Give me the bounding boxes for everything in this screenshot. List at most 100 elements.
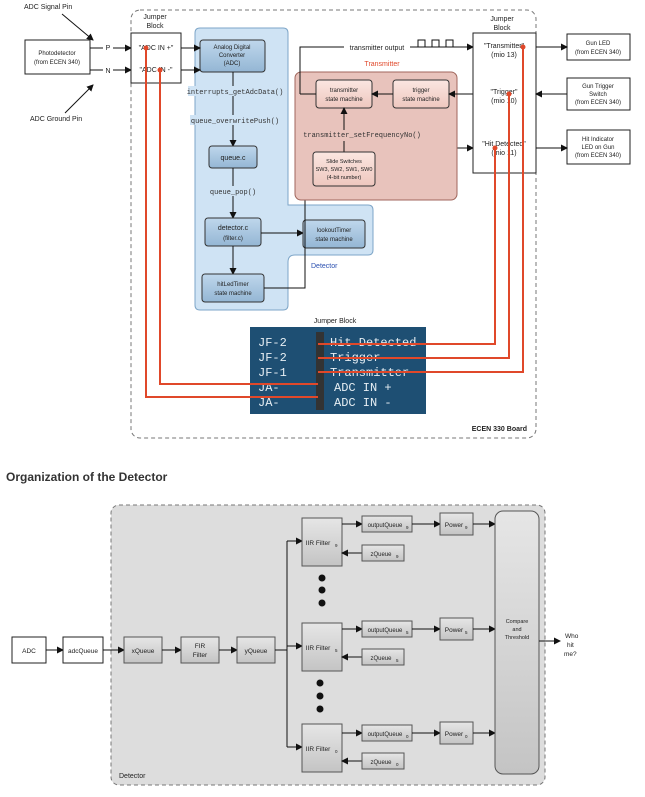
z-queue-5-label: zQueue	[370, 656, 392, 662]
x-queue-box	[123, 636, 163, 664]
red-wires	[145, 47, 524, 398]
hit-indicator-l3: (from ECEN 340)	[575, 153, 621, 159]
iir-filter-5-sub: 5	[335, 648, 338, 653]
power-9-label: Power	[445, 522, 464, 529]
adc-converter-l2: Converter	[219, 53, 245, 59]
slide-switches-l2: SW3, SW2, SW1, SW0	[316, 167, 373, 173]
adc-in-minus-label: "ADC IN -"	[140, 67, 173, 74]
transmitter-output-line	[299, 43, 474, 94]
x-queue-label: xQueue	[132, 648, 155, 655]
z-queue-5-sub: 5	[396, 658, 399, 663]
iir-filter-0-sub: 0	[335, 749, 338, 754]
fn-set-frequency: transmitter_setFrequencyNo()	[303, 132, 421, 140]
iir-filter-5-label: IIR Filter	[306, 645, 331, 652]
photodetector-box	[24, 39, 91, 75]
iir-filter-9-box	[301, 517, 343, 567]
board-outline	[130, 9, 537, 439]
gun-trigger-l3: (from ECEN 340)	[575, 100, 621, 106]
queue-c-label: queue.c	[221, 155, 246, 162]
output-queue-5-label: outputQueue	[368, 628, 403, 634]
who-hit-me-l3: me?	[564, 651, 577, 658]
wire-transmitter	[318, 47, 524, 373]
z-queue-9-sub: 9	[396, 554, 399, 559]
hitled-timer-l2: state machine	[214, 291, 252, 297]
jr-hit-detected-l2: (mio 11)	[491, 150, 516, 157]
detector-outline-label: Detector	[119, 773, 146, 780]
iir-filter-0-label: IIR Filter	[306, 746, 331, 753]
transmitter-sm-l1: transmitter	[330, 88, 358, 94]
square-wave-icon	[417, 39, 454, 48]
gun-trigger-box	[566, 77, 631, 111]
pin-p-label: P	[106, 45, 111, 52]
board-label: ECEN 330 Board	[472, 426, 527, 433]
output-queue-0-sub: 0	[406, 734, 409, 739]
y-queue-box	[236, 636, 276, 664]
wire-trigger	[318, 94, 510, 359]
photo-row2-pin: JF-2	[258, 351, 287, 365]
wire-adc-in-plus	[145, 48, 318, 398]
signal-pin-arrow	[61, 13, 94, 41]
jumper-block-right-title-2: Block	[493, 25, 511, 32]
compare-l2: and	[512, 627, 521, 633]
output-queue-5-sub: 5	[406, 630, 409, 635]
ellipsis-dots-upper	[318, 574, 326, 607]
z-queue-0-label: zQueue	[370, 760, 392, 766]
adc-signal-pin-label: ADC Signal Pin	[24, 4, 72, 11]
transmitter-sm-box	[315, 79, 373, 109]
fir-filter-l2: Filter	[193, 652, 208, 659]
fn-overwrite-push: queue_overwritePush()	[191, 118, 279, 126]
detector-c-l2: (filter.c)	[223, 236, 243, 242]
trigger-sm-l2: state machine	[402, 97, 440, 103]
power-5-label: Power	[445, 627, 464, 634]
fir-filter-box	[180, 636, 220, 664]
compare-threshold-box	[494, 510, 540, 775]
transmitter-sm-l2: state machine	[325, 97, 363, 103]
photo-row5-pin: JA-	[258, 396, 280, 410]
jumper-block-right	[472, 32, 537, 174]
section-title: Organization of the Detector	[6, 470, 168, 484]
jumper-block-photo	[250, 327, 426, 414]
ellipsis-dots-lower	[316, 679, 324, 713]
gun-led-box	[566, 33, 631, 61]
fn-get-adc-data: interrupts_getAdcData()	[187, 89, 284, 97]
adc-converter-l3: (ADC)	[224, 61, 241, 67]
iir-row-0: IIR Filter 0 outputQueue 0 Power 0 zQueu…	[301, 721, 496, 773]
output-queue-9-label: outputQueue	[368, 523, 403, 529]
hit-indicator-l1: Hit Indicator	[582, 137, 614, 143]
jumper-block-left-title-2: Block	[146, 23, 164, 30]
detector-c-l1: detector.c	[218, 225, 249, 232]
z-queue-9-label: zQueue	[370, 552, 392, 558]
fir-filter-l1: FIR	[195, 643, 206, 650]
gun-led-l1: Gun LED	[586, 41, 611, 47]
iir-filter-9-label: IIR Filter	[306, 540, 331, 547]
gun-led-l2: (from ECEN 340)	[575, 50, 621, 56]
jr-transmitter-l2: (mio 13)	[491, 52, 517, 59]
photodetector-label: Photodetector	[38, 51, 75, 57]
adc-ground-pin-label: ADC Ground Pin	[30, 116, 82, 123]
output-queue-0-label: outputQueue	[368, 732, 403, 738]
bottom-adc-label: ADC	[22, 648, 36, 655]
pin-n-label: N	[105, 68, 110, 75]
jr-trigger-l2: (mio 10)	[491, 98, 517, 105]
iir-filter-9-sub: 9	[335, 543, 338, 548]
z-queue-9-box	[361, 544, 405, 562]
compare-l3: Threshold	[505, 635, 529, 641]
photo-row5-label: ADC IN -	[334, 396, 392, 410]
lookout-timer-box	[302, 219, 366, 249]
adc-converter-l1: Analog Digital	[213, 45, 250, 51]
y-queue-label: yQueue	[245, 648, 268, 655]
trigger-sm-box	[392, 79, 450, 109]
jr-hit-detected-l1: "Hit Detected"	[482, 141, 526, 148]
power-5-sub: 5	[465, 630, 468, 635]
gun-trigger-l2: Switch	[589, 92, 607, 98]
iir-filter-0-box	[301, 723, 343, 773]
fn-queue-pop: queue_pop()	[210, 189, 256, 197]
z-queue-5-box	[361, 648, 405, 666]
who-hit-me-l2: hit	[567, 642, 574, 649]
power-9-sub: 9	[465, 525, 468, 530]
who-hit-me-l1: Who	[565, 633, 579, 640]
hit-indicator-l2: LED on Gun	[581, 145, 614, 151]
lookout-timer-l2: state machine	[315, 237, 353, 243]
compare-l1: Compare	[506, 619, 529, 625]
photo-row1-pin: JF-2	[258, 336, 287, 350]
